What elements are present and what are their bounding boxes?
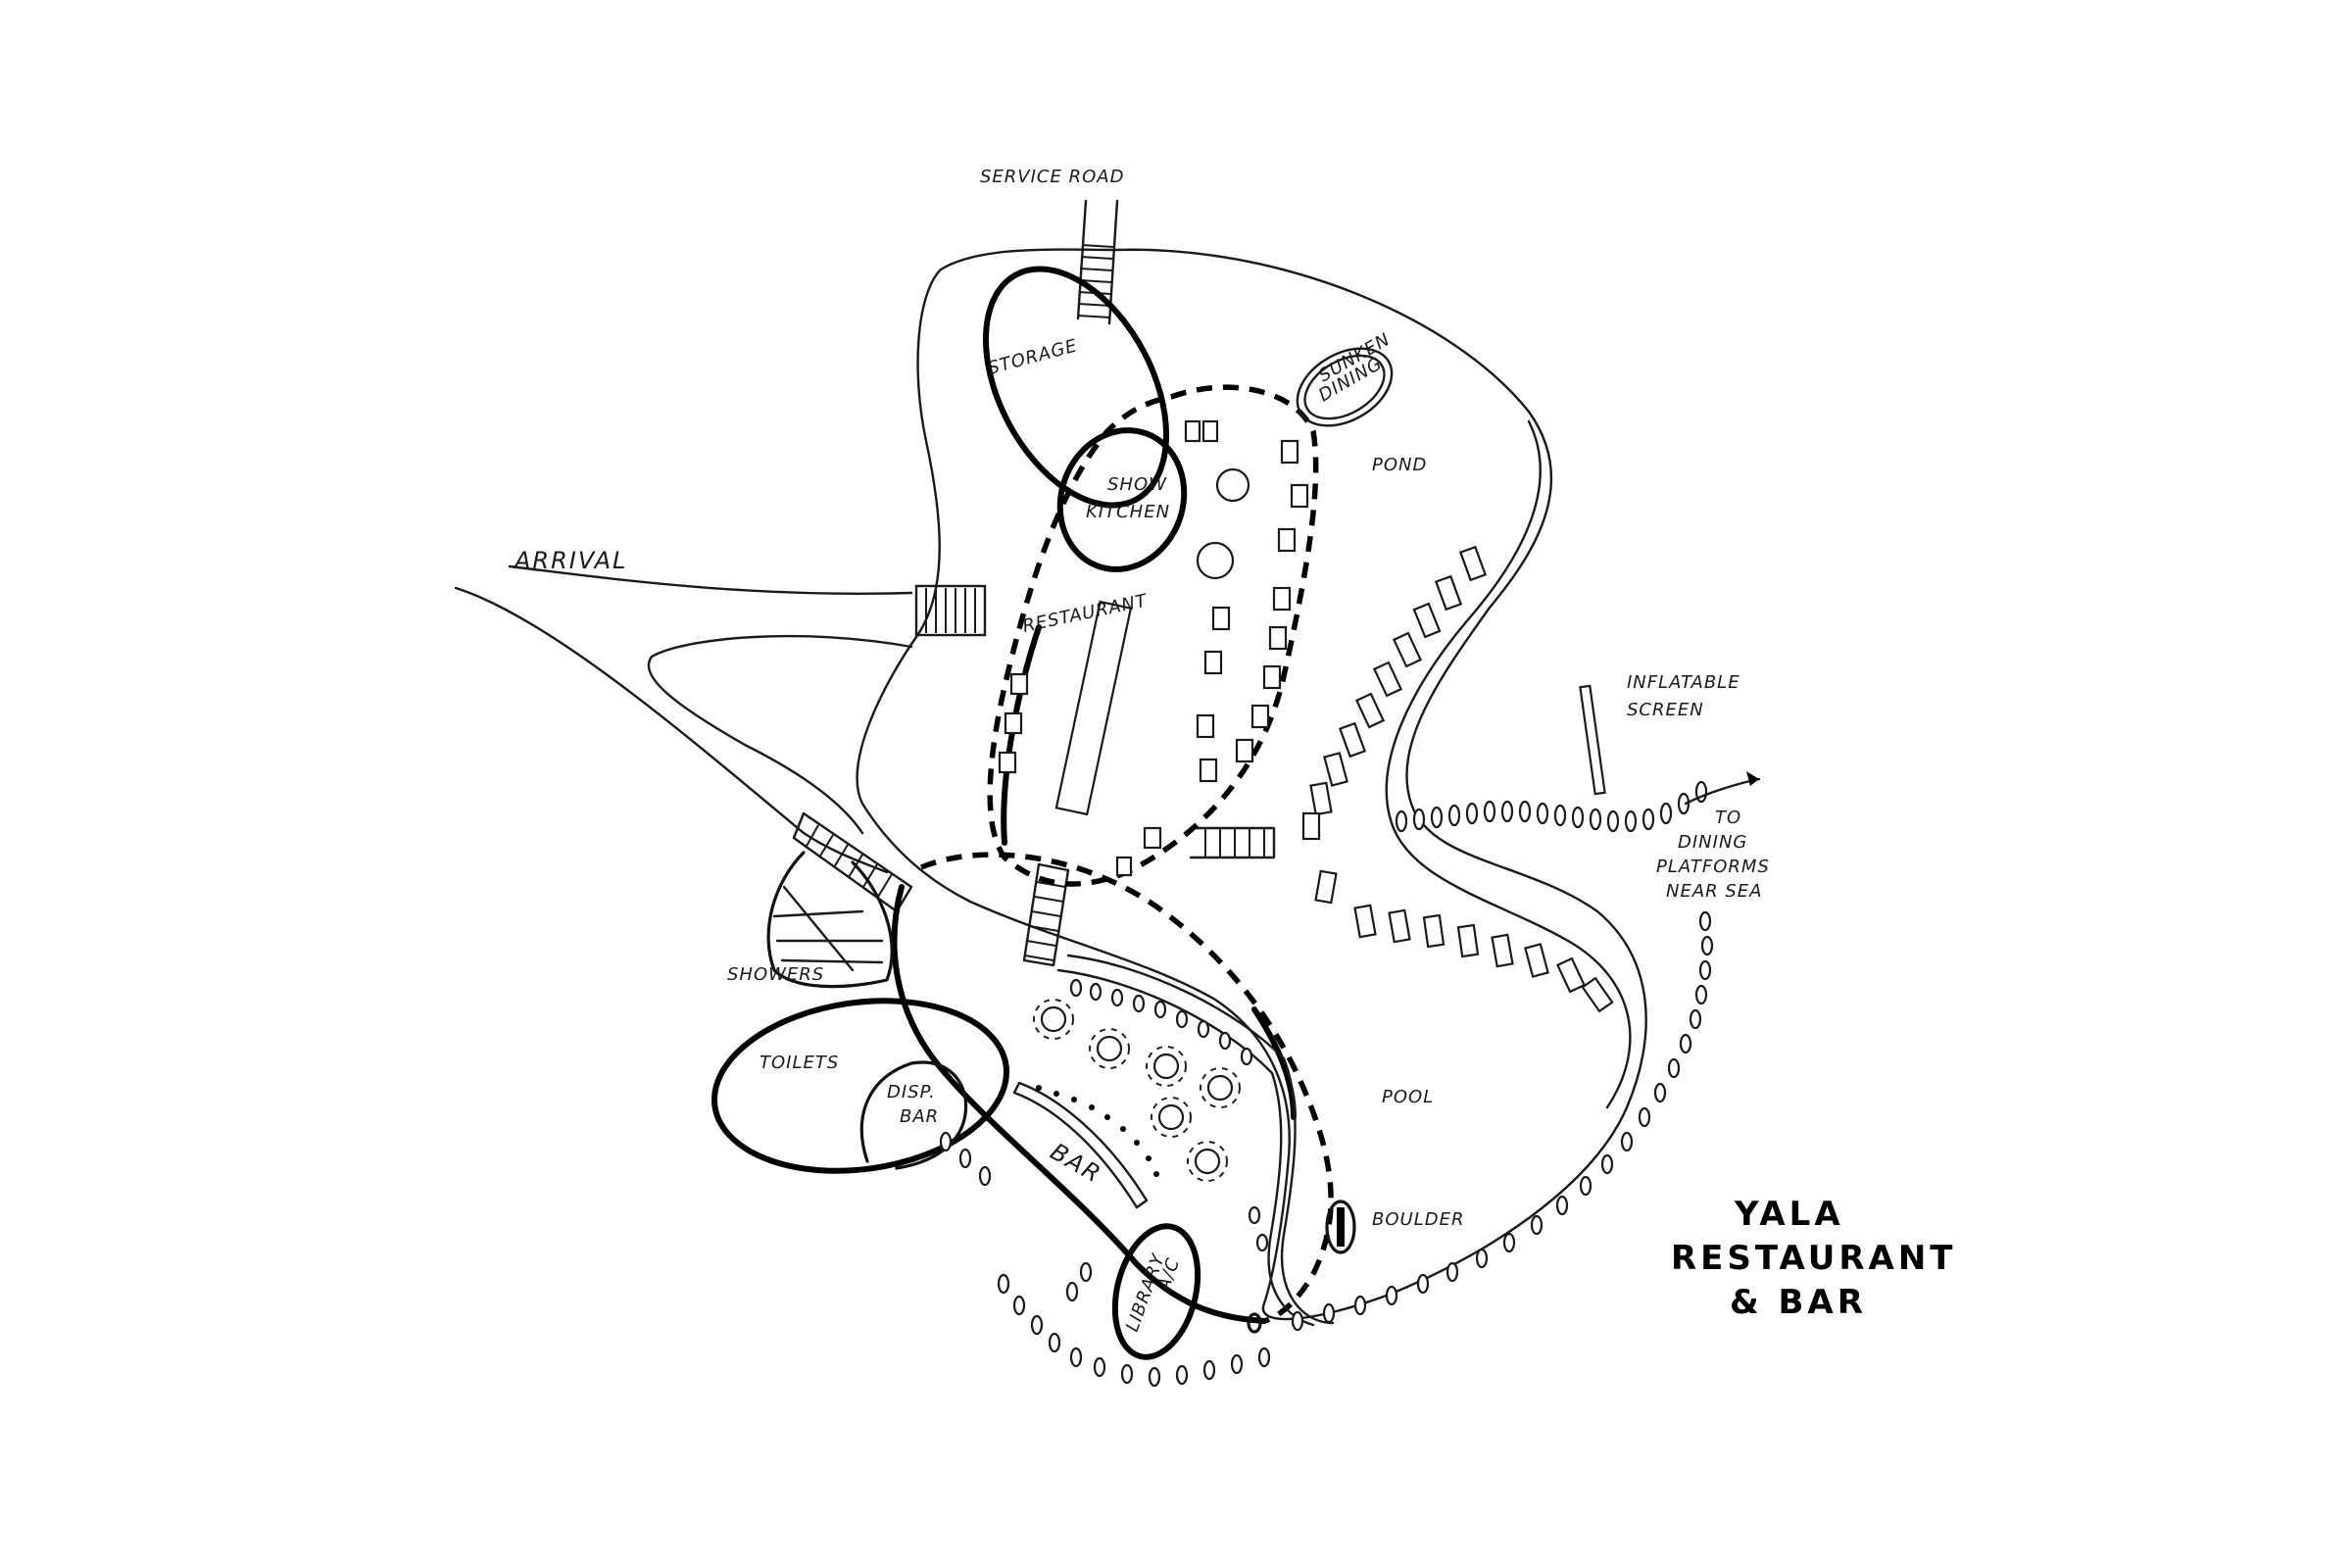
showers-zone	[766, 851, 894, 989]
restaurant-long-table	[1054, 600, 1133, 816]
show-kitchen-zone	[1056, 427, 1188, 572]
label-inflatable-screen-1: INFLATABLE	[1627, 672, 1740, 693]
pond-bridge	[1189, 826, 1276, 859]
stepping-stones-southwest	[939, 1131, 1271, 1388]
restaurant-furniture	[998, 419, 1309, 877]
stepping-stones-south	[1291, 910, 1714, 1332]
label-pool: POOL	[1382, 1087, 1434, 1107]
boulder	[1325, 1200, 1356, 1254]
label-storage: STORAGE	[986, 335, 1080, 379]
label-service-road: SERVICE ROAD	[980, 167, 1124, 187]
label-pond: POND	[1372, 455, 1427, 475]
label-to-dining-4: NEAR SEA	[1666, 881, 1763, 902]
label-to-dining-1: TO	[1715, 808, 1741, 828]
title-line-2: RESTAURANT	[1671, 1239, 1956, 1278]
title-line-1: YALA	[1734, 1195, 1844, 1234]
inflatable-screen	[1579, 684, 1606, 796]
lounge-furniture	[1033, 978, 1269, 1252]
label-toilets: TOILETS	[760, 1053, 839, 1073]
toilets-zone	[710, 998, 1010, 1174]
label-disp-bar-2: BAR	[900, 1106, 939, 1127]
center-bridge	[1022, 862, 1070, 967]
title-line-3: & BAR	[1730, 1283, 1867, 1322]
label-show-kitchen-2: KITCHEN	[1086, 502, 1170, 522]
bar-lounge-boundary	[891, 884, 1267, 1324]
label-show-kitchen-1: SHOW	[1107, 474, 1167, 495]
pond-deck-platforms	[1301, 545, 1614, 1013]
pool-inner-edge	[1066, 954, 1335, 1325]
sketch-title: YALA RESTAURANT & BAR	[1671, 1195, 1956, 1322]
library-zone	[1111, 1223, 1201, 1360]
storage-zone	[982, 266, 1170, 509]
label-inflatable-screen-2: SCREEN	[1627, 700, 1704, 720]
stepping-stones-east	[1395, 780, 1708, 833]
arrival-bridge	[914, 584, 987, 637]
label-boulder: BOULDER	[1372, 1209, 1464, 1230]
arrival-path	[454, 564, 1276, 967]
sunken-dining	[1296, 347, 1394, 427]
label-showers: SHOWERS	[727, 964, 824, 985]
label-arrival: ARRIVAL	[513, 547, 627, 574]
bar-lounge-dashed-boundary	[919, 852, 1334, 1324]
restaurant-solid-edge	[1001, 624, 1042, 846]
label-to-dining-2: DINING	[1678, 832, 1747, 853]
arrow-to-dining-platforms	[1684, 771, 1761, 806]
label-to-dining-3: PLATFORMS	[1656, 857, 1770, 877]
pool-edge-bold	[1251, 1006, 1297, 1120]
restaurant-dashed-boundary	[987, 384, 1319, 887]
label-disp-bar-1: DISP.	[887, 1082, 936, 1102]
site-outline	[856, 248, 1647, 1321]
label-restaurant: RESTAURANT	[1021, 590, 1151, 637]
bar-counter	[1012, 1081, 1159, 1209]
